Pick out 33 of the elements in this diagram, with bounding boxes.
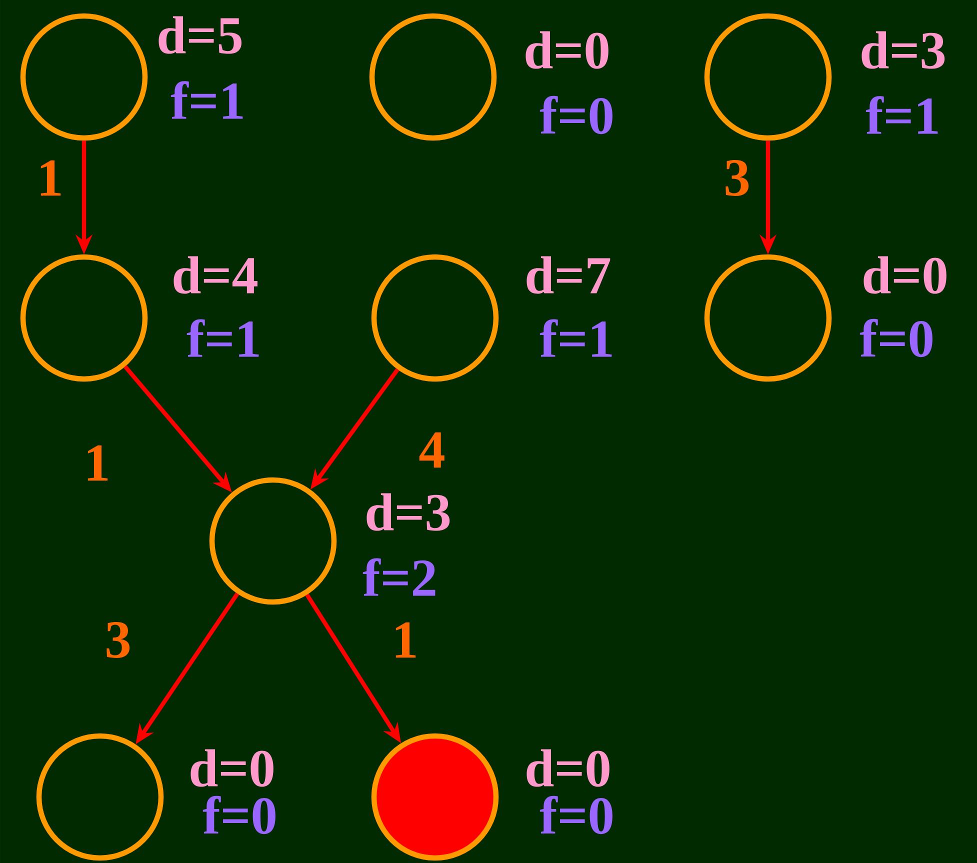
value-label: d=0 — [526, 31, 608, 69]
edge-label: 1 — [40, 160, 61, 196]
edge-label: 3 — [726, 160, 749, 196]
value-label: f=0 — [202, 796, 276, 834]
value-label: f=1 — [866, 96, 938, 134]
circle-node — [371, 733, 499, 861]
value-label: d=0 — [864, 256, 946, 294]
edge-label: 3 — [106, 622, 130, 658]
value-label: d=7 — [526, 256, 610, 294]
circle-node — [36, 733, 164, 861]
value-label: f=0 — [860, 318, 932, 358]
edge-label: 1 — [396, 622, 416, 658]
circle-node — [20, 254, 148, 382]
value-label: f=2 — [362, 558, 436, 596]
value-label: d=0 — [526, 749, 610, 787]
circle-node — [371, 254, 499, 382]
value-label: f=1 — [170, 81, 243, 119]
value-label: d=3 — [366, 493, 450, 531]
value-label: f=1 — [540, 319, 612, 357]
value-label: f=1 — [186, 319, 259, 357]
value-label: f=0 — [540, 96, 612, 134]
value-label: f=0 — [540, 796, 612, 834]
circle-node — [704, 254, 832, 382]
circle-node — [369, 13, 497, 141]
circle-node — [209, 477, 337, 605]
value-label: d=4 — [174, 256, 258, 294]
edge-label: 1 — [88, 445, 108, 481]
value-label: d=0 — [190, 749, 274, 787]
value-label: d=3 — [862, 31, 945, 69]
circle-node — [704, 13, 832, 141]
circle-node — [20, 13, 148, 141]
value-label: d=5 — [158, 16, 242, 54]
edge-label: 4 — [419, 432, 444, 468]
